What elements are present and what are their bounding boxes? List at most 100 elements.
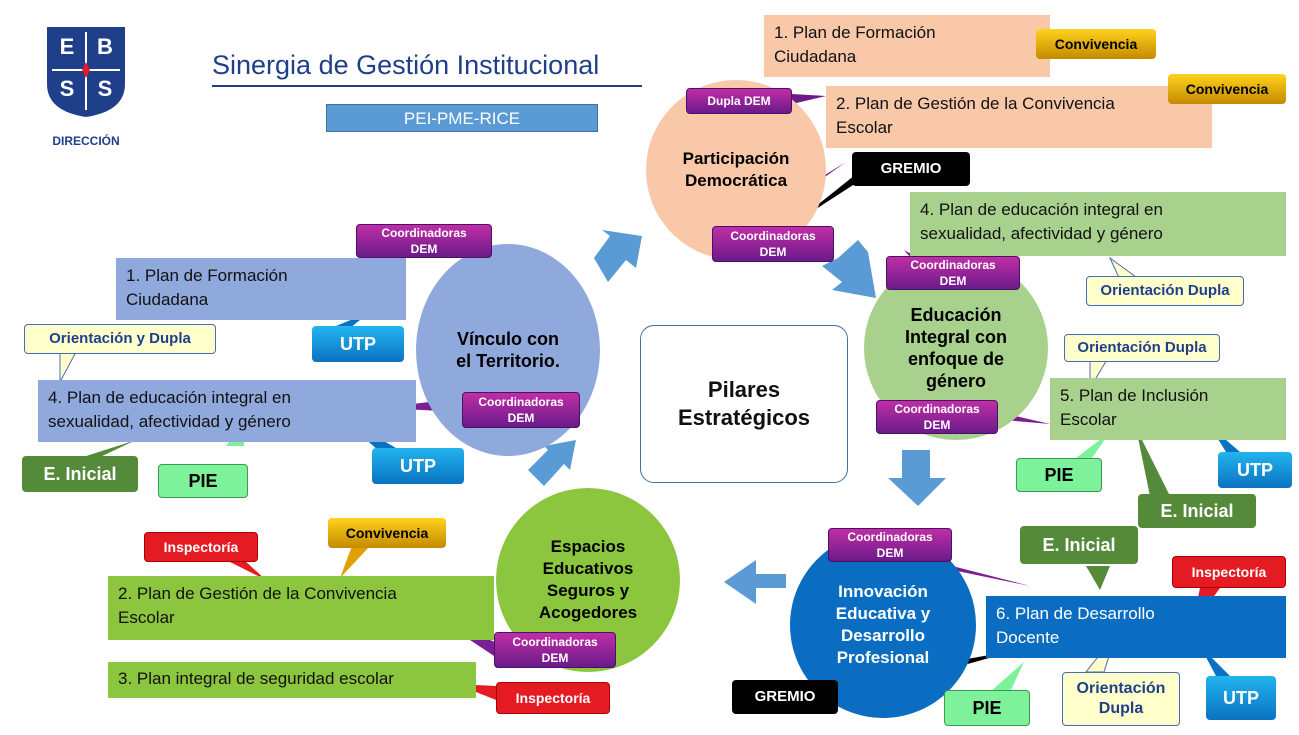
tail-inspectoria-bl xyxy=(226,560,266,580)
pillar-label: Vínculo con xyxy=(456,329,559,349)
tag-line: DEM xyxy=(507,411,535,425)
tail-e-inicial-left xyxy=(80,440,136,458)
logo-caption: DIRECCIÓN xyxy=(52,134,120,148)
plan-line: sexualidad, afectividad y género xyxy=(48,412,291,431)
pillar-label: Participación xyxy=(682,149,790,168)
tag-coordinadoras-dem: Coordinadoras DEM xyxy=(356,224,492,258)
center-label-line2: Estratégicos xyxy=(677,405,811,430)
plan-line: Ciudadana xyxy=(126,290,209,309)
plan-line: Ciudadana xyxy=(774,47,857,66)
plan-line: sexualidad, afectividad y género xyxy=(920,224,1163,243)
tag-orientacion-dupla: Orientación Dupla xyxy=(1086,276,1244,306)
plan-line: Escolar xyxy=(836,118,893,137)
tail-e-inicial-br xyxy=(1086,566,1110,590)
plan-formacion-left: 1. Plan de Formación Ciudadana xyxy=(116,258,406,320)
tag-coordinadoras-dem: Coordinadoras DEM xyxy=(494,632,616,668)
tag-line: Coordinadoras xyxy=(910,258,996,272)
plan-seguridad-bottom-left: 3. Plan integral de seguridad escolar xyxy=(108,662,476,698)
center-pillars-box: Pilares Estratégicos xyxy=(640,325,848,483)
plan-line: Docente xyxy=(996,628,1060,647)
tag-line: Dupla xyxy=(1098,700,1144,717)
tag-line: Coordinadoras xyxy=(478,395,564,409)
tag-line: Coordinadoras xyxy=(894,402,980,416)
logo-letter-e: E xyxy=(59,34,75,59)
cycle-arrow-5 xyxy=(528,440,576,486)
pillar-label: Acogedores xyxy=(538,603,638,622)
tail-e-inicial-right xyxy=(1136,428,1170,496)
plan-convivencia-top-right: 2. Plan de Gestión de la Convivencia Esc… xyxy=(826,86,1212,148)
tag-orientacion-y-dupla: Orientación y Dupla xyxy=(24,324,216,354)
tag-line: Coordinadoras xyxy=(730,229,816,243)
plan-line: 4. Plan de educación integral en xyxy=(920,200,1163,219)
plan-line: Escolar xyxy=(1060,410,1117,429)
pillar-label: Desarrollo xyxy=(840,626,926,645)
plan-line: 2. Plan de Gestión de la Convivencia xyxy=(118,584,397,603)
tag-pie: PIE xyxy=(1016,458,1102,492)
pillar-label: Espacios xyxy=(550,537,626,556)
plan-convivencia-bottom-left: 2. Plan de Gestión de la Convivencia Esc… xyxy=(108,576,494,640)
tag-e-inicial: E. Inicial xyxy=(1020,526,1138,564)
tag-convivencia: Convivencia xyxy=(328,518,446,548)
tail-convivencia-bl xyxy=(340,546,370,578)
tail-orientacion-y-dupla xyxy=(59,351,77,383)
tag-e-inicial: E. Inicial xyxy=(22,456,138,492)
tag-inspectoria: Inspectoría xyxy=(144,532,258,562)
pillar-label: Profesional xyxy=(836,648,930,667)
tag-line: DEM xyxy=(759,245,787,259)
tag-pie: PIE xyxy=(944,690,1030,726)
pillar-label: Democrática xyxy=(684,171,788,190)
tag-convivencia: Convivencia xyxy=(1036,29,1156,59)
plan-line: 5. Plan de Inclusión xyxy=(1060,386,1209,405)
pillar-label: Innovación xyxy=(838,582,928,601)
tag-utp: UTP xyxy=(1206,676,1276,720)
tag-coordinadoras-dem: Coordinadoras DEM xyxy=(712,226,834,262)
plan-line: 6. Plan de Desarrollo xyxy=(996,604,1155,623)
tag-orientacion-dupla: Orientación Dupla xyxy=(1062,672,1180,726)
tail-dupla-dem xyxy=(792,94,826,104)
pillar-label: género xyxy=(925,371,986,391)
tag-orientacion-dupla: Orientación Dupla xyxy=(1064,334,1220,362)
pillar-label: Educación xyxy=(910,305,1002,325)
page-title: Sinergia de Gestión Institucional xyxy=(212,50,642,87)
cycle-arrow-3 xyxy=(888,450,946,506)
tag-gremio: GREMIO xyxy=(852,152,970,186)
tag-line: DEM xyxy=(923,418,951,432)
tag-coordinadoras-dem: Coordinadoras DEM xyxy=(828,528,952,562)
tag-coordinadoras-dem: Coordinadoras DEM xyxy=(462,392,580,428)
plan-formacion-top-right: 1. Plan de Formación Ciudadana xyxy=(764,15,1050,77)
tag-gremio: GREMIO xyxy=(732,680,838,714)
plan-line: 3. Plan integral de seguridad escolar xyxy=(118,669,394,688)
tag-line: Coordinadoras xyxy=(512,635,598,649)
cycle-arrow-2 xyxy=(822,240,876,298)
plan-line: 1. Plan de Formación xyxy=(774,23,936,42)
tag-dupla-dem: Dupla DEM xyxy=(686,88,792,114)
tag-line: DEM xyxy=(939,274,967,288)
pillar-label: Seguros y xyxy=(546,581,630,600)
tag-line: DEM xyxy=(541,651,569,665)
cycle-arrow-1 xyxy=(594,230,642,282)
pillar-label: el Territorio. xyxy=(456,351,560,371)
tag-line: Coordinadoras xyxy=(847,530,933,544)
tag-inspectoria: Inspectoría xyxy=(496,682,610,714)
pillar-label: Educativa y xyxy=(835,604,931,623)
subtitle-box: PEI-PME-RICE xyxy=(326,104,598,132)
logo-letter-b: B xyxy=(97,34,113,59)
tag-line: DEM xyxy=(410,242,438,256)
pillar-label: Integral con xyxy=(904,327,1007,347)
pillar-label: Educativos xyxy=(542,559,634,578)
center-label-line1: Pilares xyxy=(707,377,781,402)
shield-logo-icon xyxy=(45,25,127,120)
plan-desarrollo-docente: 6. Plan de Desarrollo Docente xyxy=(986,596,1286,658)
plan-line: 2. Plan de Gestión de la Convivencia xyxy=(836,94,1115,113)
tag-utp: UTP xyxy=(312,326,404,362)
plan-line: Escolar xyxy=(118,608,175,627)
tag-line: Coordinadoras xyxy=(381,226,467,240)
tag-inspectoria: Inspectoría xyxy=(1172,556,1286,588)
cycle-arrow-4 xyxy=(724,560,786,604)
logo-letter-s1: S xyxy=(59,76,75,101)
tag-e-inicial: E. Inicial xyxy=(1138,494,1256,528)
plan-inclusion-right: 5. Plan de Inclusión Escolar xyxy=(1050,378,1286,440)
plan-line: 4. Plan de educación integral en xyxy=(48,388,291,407)
logo-letter-s2: S xyxy=(97,76,113,101)
tag-utp: UTP xyxy=(372,448,464,484)
